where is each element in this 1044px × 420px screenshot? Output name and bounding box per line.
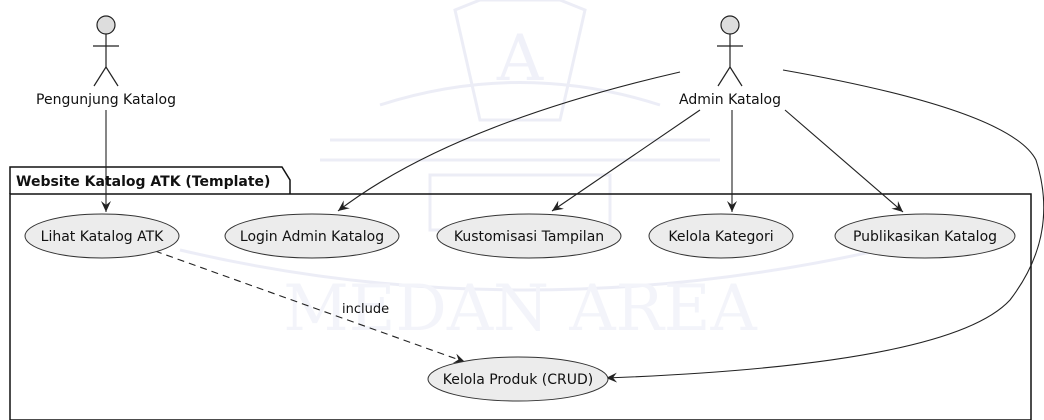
svg-text:MEDAN AREA: MEDAN AREA (283, 272, 757, 346)
usecase-label: Kelola Kategori (668, 229, 773, 245)
usecase-label: Publikasikan Katalog (853, 229, 997, 245)
stick-figure-icon (717, 15, 743, 87)
assoc-admin-login (337, 71, 681, 212)
usecase-label: Kustomisasi Tampilan (454, 229, 604, 245)
usecase-label: Lihat Katalog ATK (41, 229, 164, 245)
stick-figure-icon (93, 15, 119, 87)
actor-label: Admin Katalog (679, 92, 781, 108)
usecase-login: Login Admin Katalog (224, 213, 400, 259)
usecase-label: Login Admin Katalog (240, 229, 384, 245)
watermark-emblem: A MEDAN AREA (179, 0, 881, 346)
package-title: Website Katalog ATK (Template) (16, 174, 270, 190)
usecase-lihat: Lihat Katalog ATK (24, 213, 180, 259)
assoc-admin-publikasi (784, 109, 904, 213)
assoc-admin-kustom (551, 109, 701, 212)
usecase-kategori: Kelola Kategori (648, 213, 794, 259)
include-lihat-produk (154, 250, 466, 363)
package-frame: Website Katalog ATK (Template) (9, 166, 1032, 420)
actor-label: Pengunjung Katalog (36, 92, 176, 108)
assoc-admin-produk (605, 69, 1044, 383)
usecase-produk: Kelola Produk (CRUD) (427, 356, 609, 402)
include-label: include (342, 302, 389, 317)
actor-pengunjung: Pengunjung Katalog (36, 15, 176, 108)
relations (101, 69, 1044, 383)
usecase-kustom: Kustomisasi Tampilan (436, 213, 622, 259)
usecase-publikasi: Publikasikan Katalog (834, 213, 1016, 259)
svg-text:A: A (496, 22, 544, 96)
usecase-label: Kelola Produk (CRUD) (443, 372, 593, 388)
actor-admin: Admin Katalog (679, 15, 781, 108)
